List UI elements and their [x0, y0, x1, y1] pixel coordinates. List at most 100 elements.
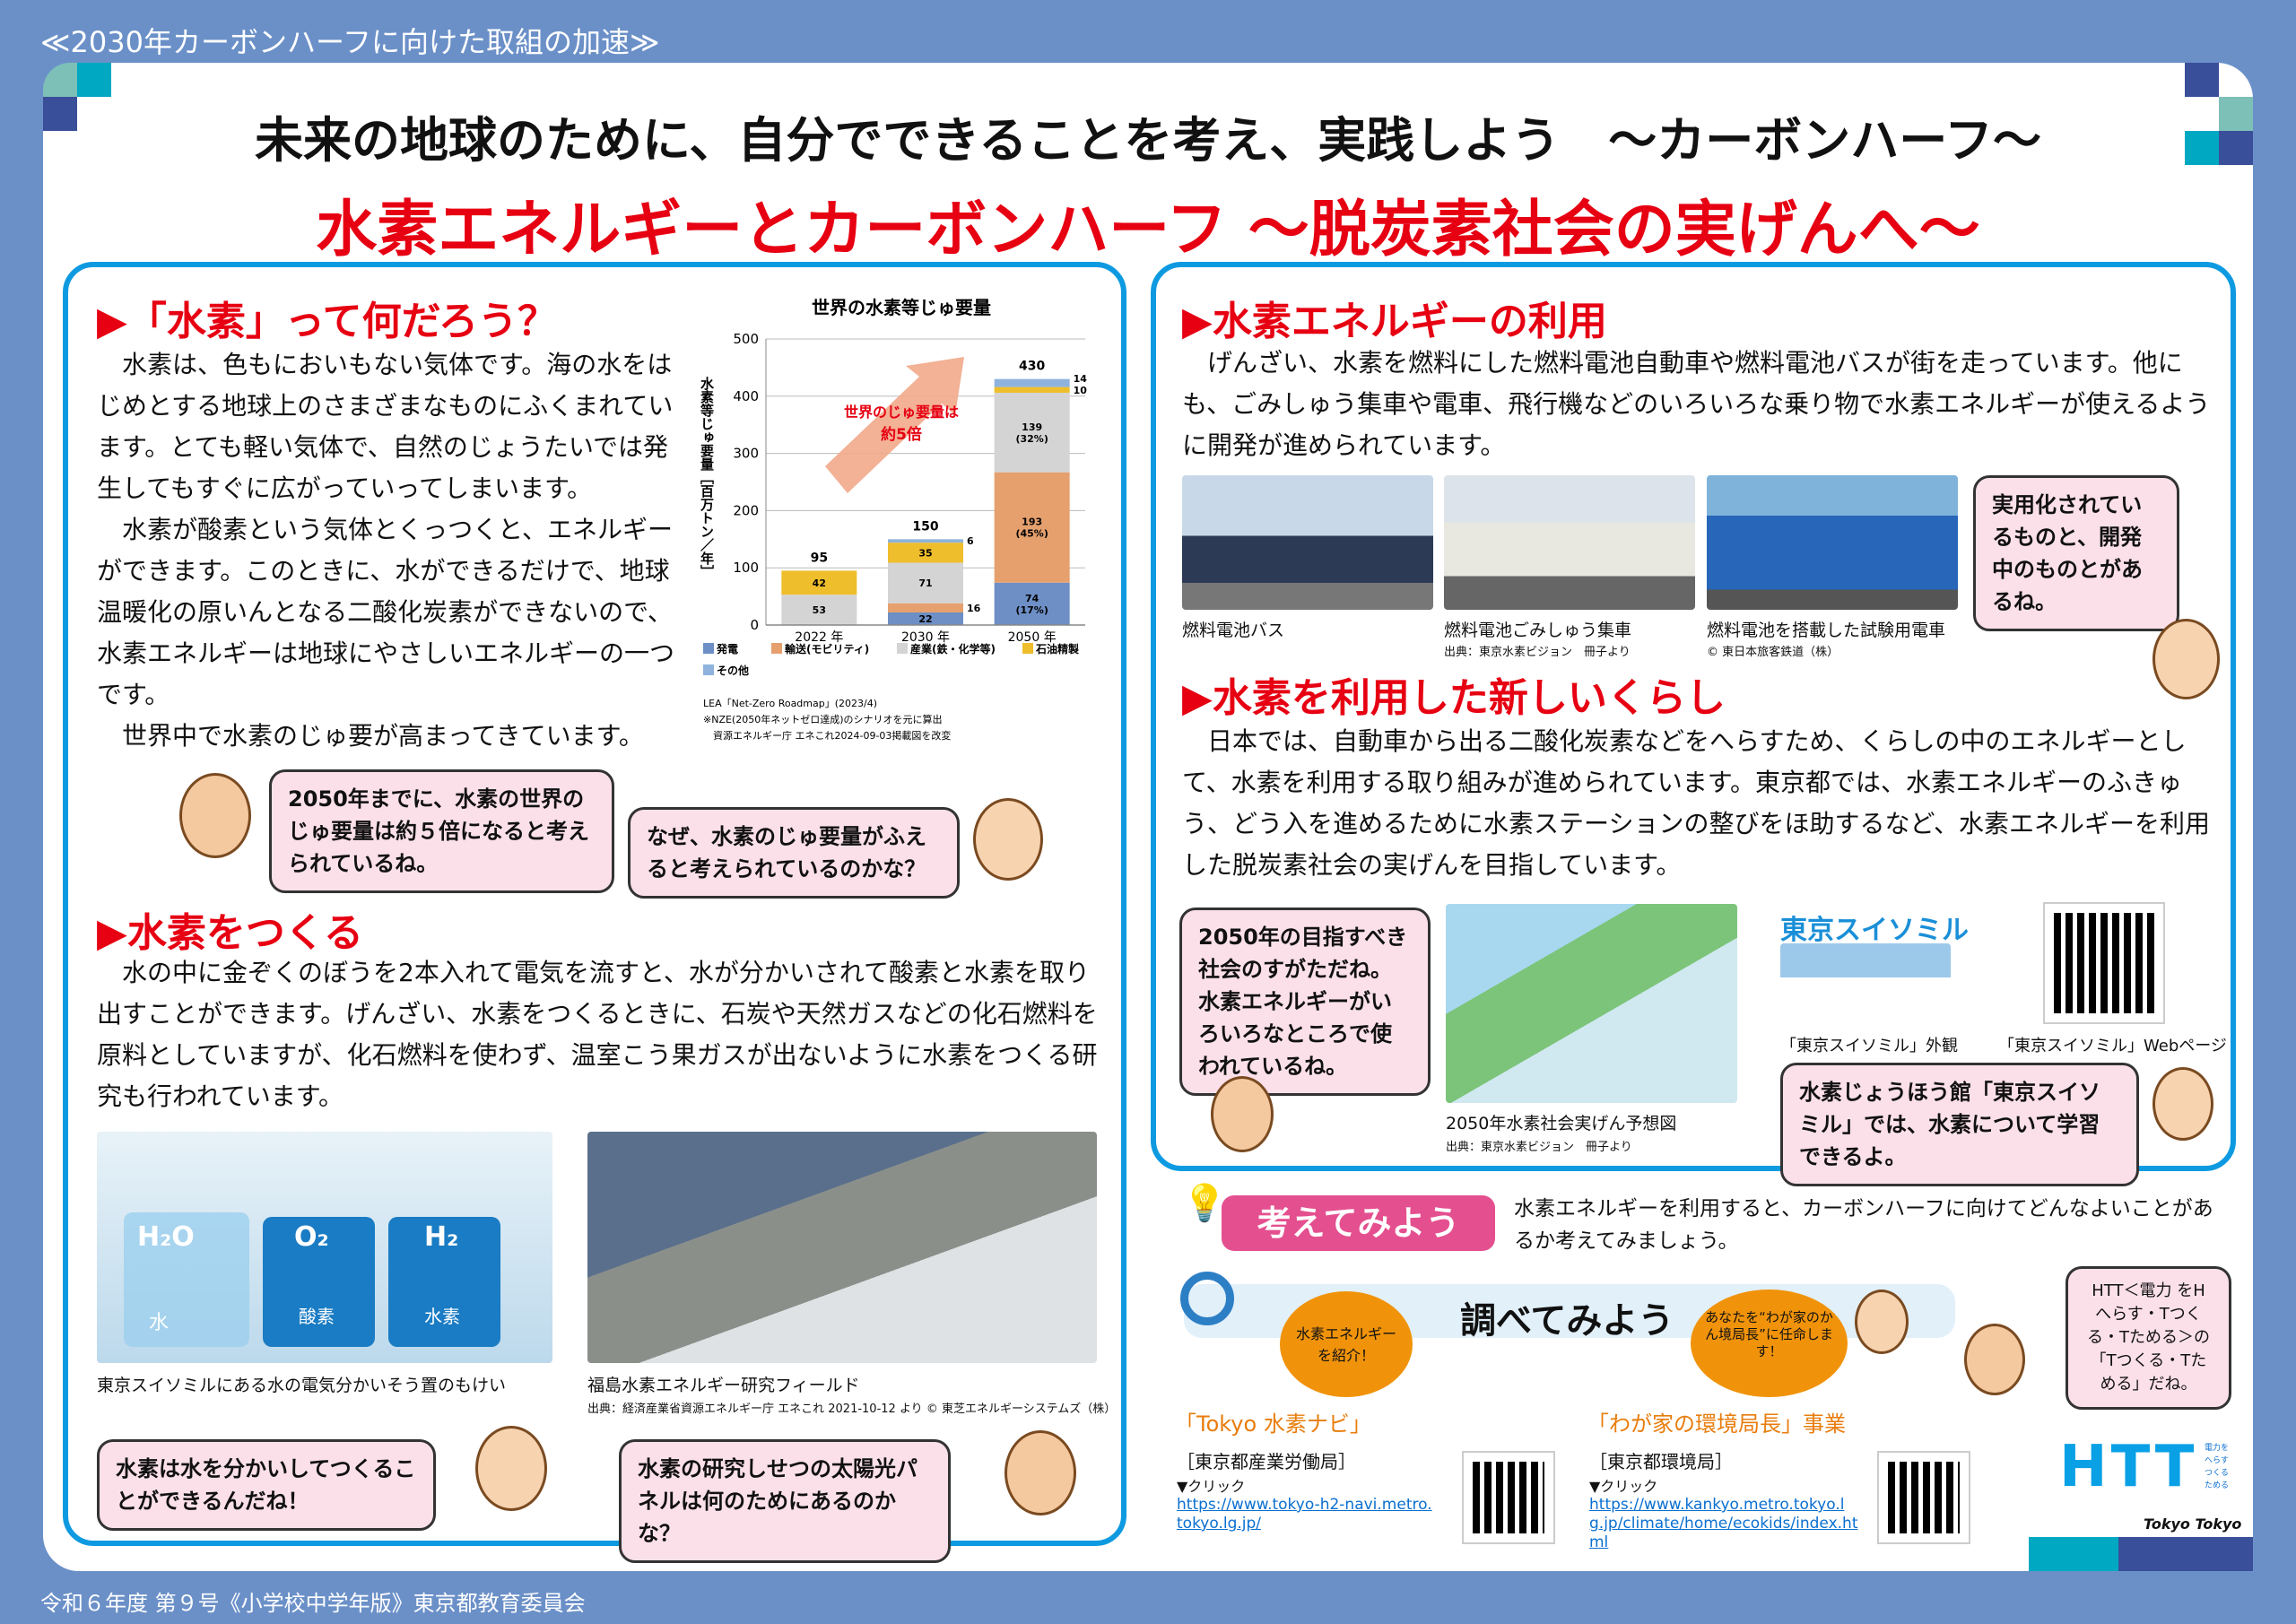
- tokyo-h2-navi-qr-code[interactable]: [1462, 1451, 1555, 1544]
- click-label: ▼クリック: [1177, 1478, 1246, 1495]
- photo-caption: 「東京スイソミル」Webページ: [1998, 1037, 2227, 1055]
- bar-segment: [888, 539, 963, 543]
- bar-value-label: 22: [918, 613, 932, 625]
- htt-logo-side: 電力をへらすつくるためる: [2205, 1442, 2235, 1492]
- corner-decoration: [2185, 63, 2219, 97]
- org-label: ［東京都環境局］: [1589, 1451, 1733, 1472]
- speech-bubble: 水素は水を分かいしてつくることができるんだね！: [97, 1439, 436, 1531]
- bar-value-label: 193: [1022, 517, 1042, 528]
- bar-value-label: 74: [1025, 593, 1039, 604]
- sub-title: 水素エネルギーとカーボンハーフ ～脱炭素社会の実げんへ～: [316, 195, 1980, 265]
- speech-bubble-orange: 水素エネルギーを紹介！: [1280, 1291, 1413, 1397]
- paragraph: 水素は、色もにおいもない気体です。海の水をはじめとする地球上のさまざまなものにふ…: [97, 350, 674, 503]
- y-tick-label: 500: [733, 331, 759, 347]
- speech-bubble: 水素じょうほう館「東京スイソミル」では、水素について学習できるよ。: [1780, 1063, 2139, 1186]
- section-heading-make-hydrogen: ▶水素をつくる: [97, 910, 363, 956]
- bar-segment: [994, 472, 1070, 583]
- tokyo-tokyo-logo: Tokyo Tokyo: [2144, 1515, 2242, 1533]
- eco-kids-qr-code[interactable]: [1877, 1451, 1970, 1544]
- bar-segment: [888, 562, 963, 604]
- girl-character: [2152, 619, 2220, 699]
- photo-caption: 燃料電池バス: [1182, 621, 1285, 640]
- bar-segment: [994, 392, 1070, 473]
- htt-side-text: ためる: [2205, 1481, 2230, 1490]
- growth-arrow: [825, 357, 964, 493]
- hydrogen-society-map: [1446, 904, 1737, 1103]
- x-tick-label: 2022 年: [795, 630, 843, 645]
- photo-caption: 燃料電池ごみしゅう集車: [1444, 621, 1632, 640]
- bar-value-label: (32%): [1015, 433, 1048, 445]
- speech-bubble: 2050年の目指すべき社会のすがただね。水素エネルギーがいろいろなところで使われ…: [1179, 908, 1431, 1096]
- photo-caption: 福島水素エネルギー研究フィールド: [587, 1376, 860, 1395]
- paragraph: 世界中で水素のじゅ要が高まってきています。: [122, 721, 644, 751]
- label-hydrogen: 水素: [424, 1306, 460, 1327]
- speech-bubble: 実用化されているものと、開発中のものとがあるね。: [1973, 475, 2179, 631]
- bar-segment: [888, 543, 963, 563]
- corner-decoration: [2185, 131, 2219, 165]
- label-water: 水: [149, 1312, 170, 1334]
- eco-kids-title: 「わが家の環境局長」事業: [1587, 1411, 1846, 1437]
- corner-decoration: [43, 97, 77, 131]
- lightbulb-icon: 💡: [1182, 1183, 1227, 1224]
- photo-caption: 東京スイソミルにある水の電気分かいそう置のもけい: [97, 1376, 507, 1395]
- suisomiru-qr-code[interactable]: [2043, 902, 2165, 1024]
- researcher-character: [1855, 1290, 1909, 1354]
- label-h2o: H₂O: [137, 1221, 195, 1253]
- think-label: 考えてみよう: [1222, 1195, 1495, 1251]
- bar-value-label: 10: [1074, 385, 1088, 396]
- fuel-cell-bus-photo: [1182, 475, 1433, 610]
- bar-value-label: 139: [1022, 421, 1042, 433]
- chart-annotation: 約5倍: [881, 425, 922, 444]
- photo-caption: 「東京スイソミル」外観: [1780, 1037, 1958, 1055]
- legend-label: 産業(鉄・化学等): [910, 642, 996, 656]
- corner-decoration: [77, 63, 111, 97]
- chart-title: 世界の水素等じゅ要量: [812, 297, 991, 318]
- bar-segment: [888, 603, 963, 612]
- htt-logo: HTT: [2059, 1434, 2198, 1500]
- y-axis-label: 水素等じゅ要量［百万トン／年］: [699, 376, 715, 578]
- bar-value-label: (17%): [1015, 604, 1048, 616]
- think-text: 水素エネルギーを利用すると、カーボンハーフに向けてどんなよいことがあるか考えてみ…: [1514, 1197, 2213, 1253]
- main-title: 未来の地球のために、自分でできることを考え、実践しよう ～カーボンハーフ～: [254, 112, 2042, 169]
- speech-bubble-orange: あなたを“わが家のかん境局長”に任命します！: [1691, 1290, 1848, 1397]
- tokyo-h2-navi-link[interactable]: https://www.tokyo-h2-navi.metro.tokyo.lg…: [1177, 1496, 1432, 1533]
- map-source: 出典：東京水素ビジョン 冊子より: [1446, 1141, 1632, 1154]
- girl-character: [2152, 1067, 2213, 1141]
- bar-value-label: 42: [813, 578, 826, 589]
- chart-note: 資源エネルギー庁 エネこれ2024-09-03掲載図を改変: [703, 729, 951, 742]
- boy-character: [1964, 1324, 2025, 1395]
- bar-value-label: 35: [918, 547, 932, 559]
- legend-label: 発電: [716, 642, 738, 656]
- x-tick-label: 2050 年: [1008, 630, 1057, 645]
- bar-total-label: 430: [1019, 360, 1045, 374]
- legend-label: その他: [717, 664, 749, 677]
- suisomiru-exterior-photo: [1780, 943, 1951, 1029]
- magnifier-icon: [1180, 1272, 1234, 1325]
- speech-bubble: HTT＜電力 をHへらす・Tつくる・Tためる＞の「Tつくる・Tためる」だね。: [2066, 1266, 2231, 1410]
- bar-segment: [994, 582, 1070, 625]
- bar-value-label: (45%): [1015, 528, 1048, 540]
- corner-decoration: [2118, 1537, 2253, 1571]
- research-label: 調べてみよう: [1460, 1300, 1674, 1342]
- photo-source: 出典：東京水素ビジョン 冊子より: [1444, 646, 1631, 659]
- eco-kids-link[interactable]: https://www.kankyo.metro.tokyo.lg.jp/cli…: [1589, 1496, 1858, 1551]
- paragraph: 水の中に金ぞくのぼうを2本入れて電気を流すと、水が分かいされて酸素と水素を取り出…: [97, 958, 1098, 1111]
- bar-value-label: 6: [967, 535, 974, 547]
- legend-label: 輸送(モビリティ): [785, 642, 869, 656]
- bar-value-label: 16: [967, 603, 981, 614]
- label-h2: H₂: [424, 1221, 459, 1253]
- suisomiru-logo: 東京スイソミル: [1780, 915, 1969, 946]
- speech-bubble: なぜ、水素のじゅ要量がふえると考えられているのかな？: [628, 807, 960, 899]
- corner-decoration: [2219, 97, 2253, 131]
- legend-swatch: [897, 643, 908, 654]
- research-field-photo: [587, 1132, 1097, 1363]
- htt-side-text: へらす: [2205, 1456, 2229, 1465]
- bar-total-label: 150: [912, 519, 938, 534]
- section-heading-new-life: ▶水素を利用した新しいくらし: [1182, 675, 1726, 721]
- girl-character: [973, 798, 1043, 881]
- legend-swatch: [703, 643, 714, 654]
- corner-decoration: [2219, 131, 2253, 165]
- tokyo-h2-navi-title: 「Tokyo 水素ナビ」: [1175, 1411, 1371, 1437]
- y-tick-label: 100: [733, 560, 759, 576]
- y-tick-label: 300: [733, 446, 759, 462]
